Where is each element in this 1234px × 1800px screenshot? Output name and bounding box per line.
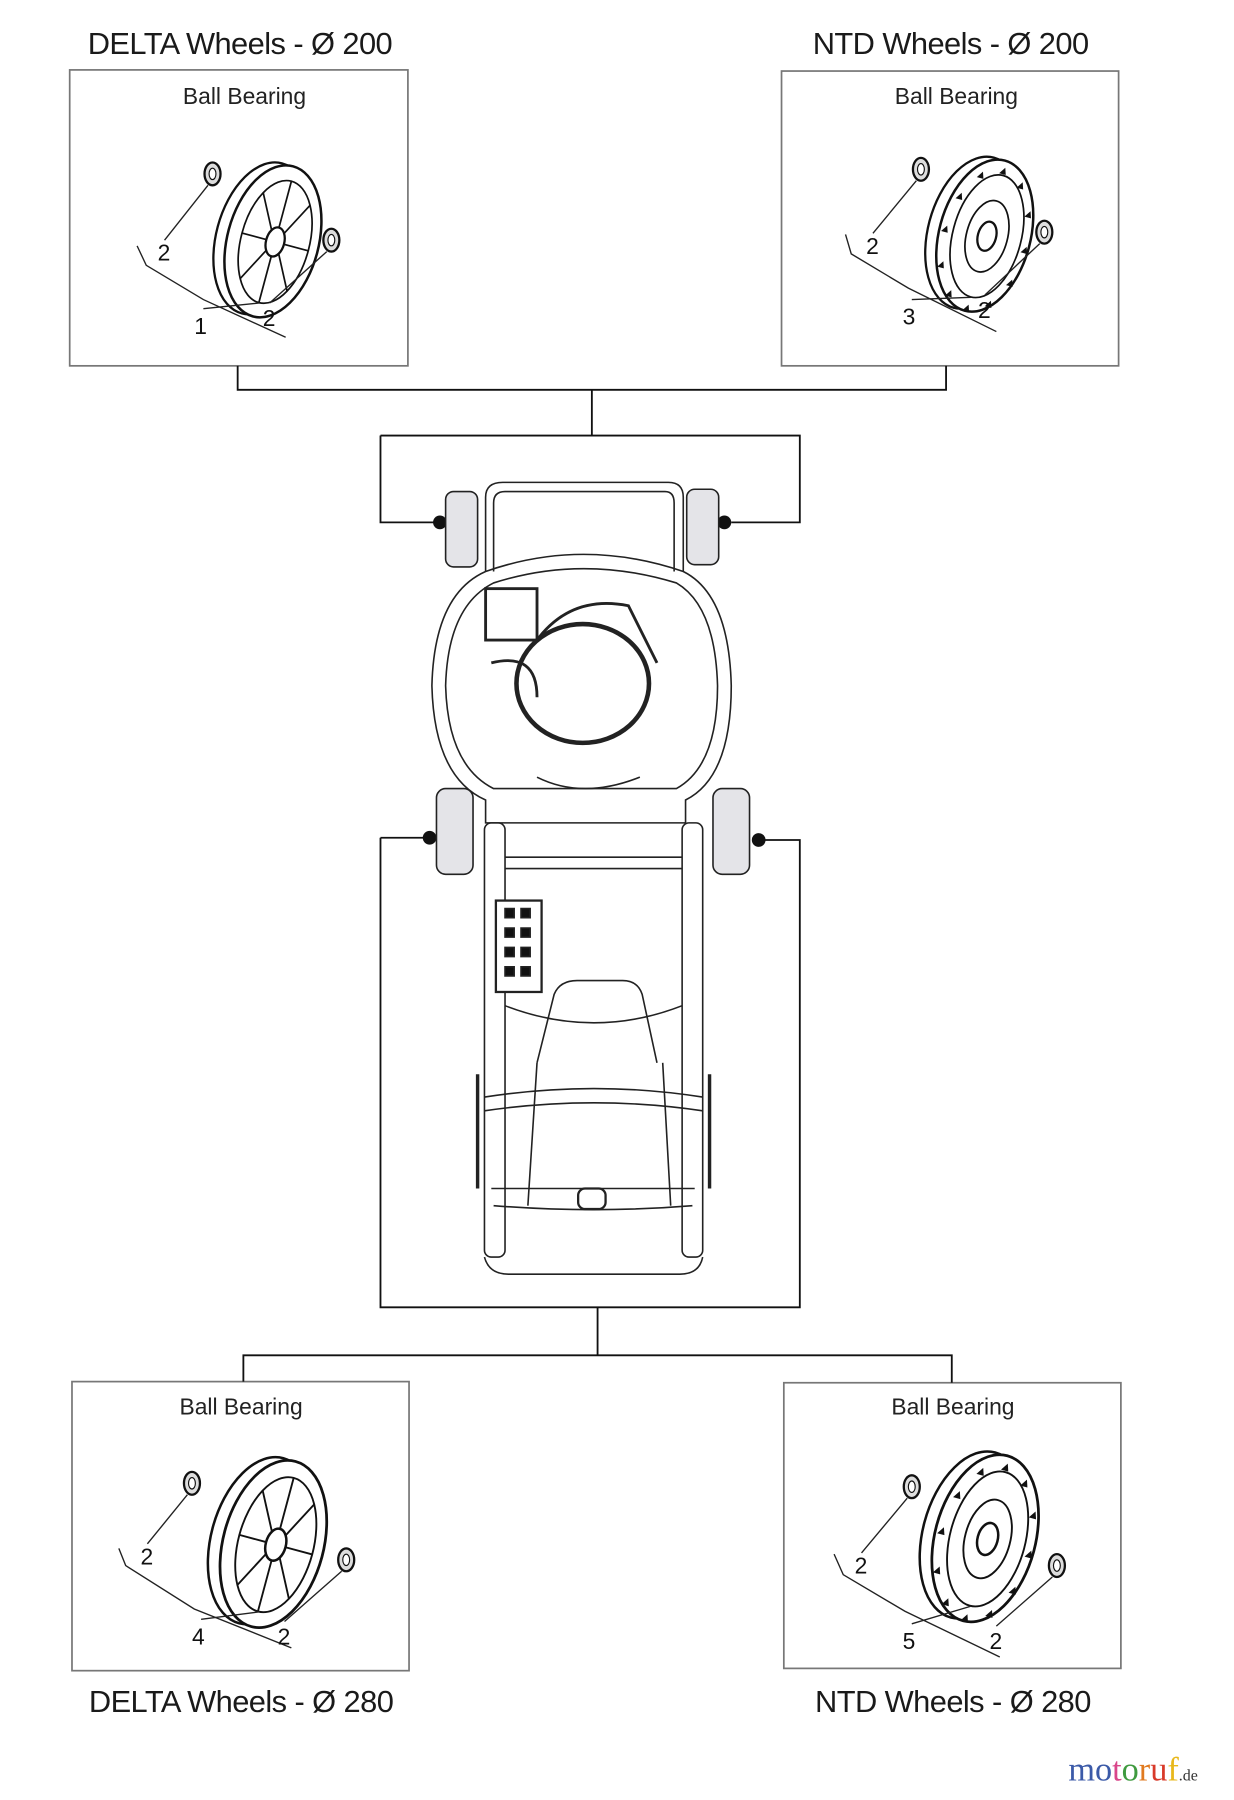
callout-number: 2: [866, 233, 879, 259]
wheel-icon: [206, 1455, 329, 1629]
panel-title-ntd-200: NTD Wheels - Ø 200: [813, 26, 1089, 61]
callout-bracket: [844, 234, 997, 333]
callout-number: 4: [192, 1623, 205, 1649]
callout-number: 2: [855, 1553, 868, 1579]
callout-number: 2: [158, 240, 171, 266]
panel-subtitle: Ball Bearing: [179, 1394, 302, 1420]
wheel-icon: [212, 161, 323, 319]
lawnmower-top-view: [431, 481, 751, 1275]
callout-bracket: [136, 245, 286, 338]
panel-subtitle: Ball Bearing: [183, 83, 306, 109]
motoruf-watermark-logo: motoruf.de: [1068, 1750, 1198, 1788]
wheel-assembly-ntd-200: 2 3 2: [844, 155, 1054, 333]
logo-letter: m: [1068, 1750, 1095, 1788]
logo-letter: t: [1112, 1750, 1122, 1788]
panel-subtitle: Ball Bearing: [895, 83, 1018, 109]
callout-number: 1: [194, 313, 207, 339]
panel-title-ntd-280: NTD Wheels - Ø 280: [815, 1684, 1091, 1719]
wheel-icon: [924, 155, 1035, 313]
connector-top: [236, 365, 947, 524]
logo-letter: u: [1150, 1750, 1167, 1788]
wheel-mount-dot: [717, 515, 732, 530]
logo-suffix: .de: [1179, 1767, 1198, 1784]
wheel-assembly-ntd-280: 2 5 2: [833, 1450, 1067, 1658]
logo-letter: r: [1139, 1750, 1151, 1788]
wheel-mount-dot: [751, 833, 766, 847]
callout-number: 5: [903, 1628, 916, 1654]
callout-number: 3: [903, 304, 916, 330]
logo-letter: f: [1167, 1750, 1179, 1788]
wheel-mount-dot: [433, 515, 447, 530]
callout-bracket: [833, 1553, 1001, 1658]
wheel-assembly-delta-280: 2 4 2: [118, 1455, 356, 1649]
callout-number: 2: [989, 1628, 1002, 1654]
logo-letter: o: [1095, 1750, 1112, 1788]
panel-subtitle: Ball Bearing: [891, 1394, 1014, 1420]
callout-bracket: [118, 1548, 292, 1649]
connector-bottom: [242, 836, 953, 1383]
callout-number: 2: [278, 1623, 291, 1649]
callout-number: 2: [978, 297, 991, 323]
callout-number: 2: [141, 1543, 154, 1569]
panel-title-delta-280: DELTA Wheels - Ø 280: [89, 1684, 393, 1719]
wheel-icon: [918, 1450, 1040, 1624]
panel-title-delta-200: DELTA Wheels - Ø 200: [88, 26, 392, 61]
wheel-mount-dot: [422, 830, 437, 845]
logo-letter: o: [1122, 1750, 1139, 1788]
callout-number: 2: [263, 305, 276, 331]
wheel-assembly-delta-200: 2 1 2: [136, 161, 341, 339]
